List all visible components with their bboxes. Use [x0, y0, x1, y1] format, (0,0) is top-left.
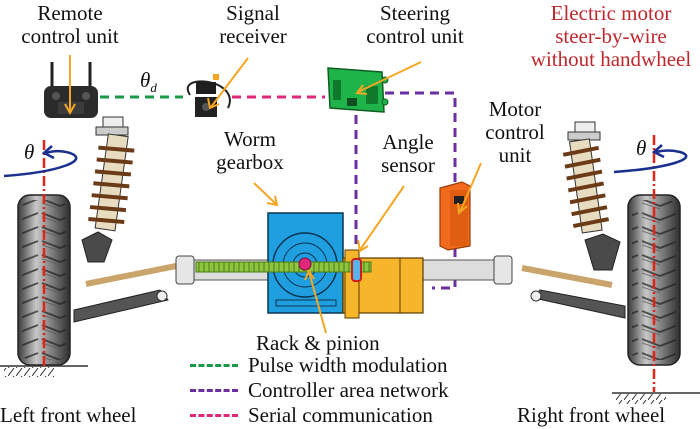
legend-item-serial: Serial communication: [190, 403, 433, 428]
callout-arrows: [64, 55, 482, 334]
label-line: Signal: [226, 1, 280, 25]
label-line: Angle: [382, 130, 434, 154]
right-control-arm: [533, 289, 626, 319]
left-rotation-arrow: [3, 145, 78, 178]
label-line: unit: [498, 143, 532, 167]
theta-left-symbol: θ: [24, 140, 35, 164]
theta-glyph: θ: [140, 68, 151, 92]
label-line: sensor: [381, 153, 435, 177]
theta-right-symbol: θ: [636, 136, 647, 160]
theta-subscript: d: [150, 80, 157, 96]
rack-pinion-label: Rack & pinion: [256, 331, 380, 355]
pinion: [298, 257, 312, 271]
left-tie-rod: [85, 263, 177, 287]
remote-control-unit-label: Remote control unit: [0, 2, 140, 48]
title-line: Electric motor: [550, 1, 672, 25]
legend-item-pwm: Pulse width modulation: [190, 353, 448, 378]
motor-control-unit-label: Motor control unit: [480, 98, 550, 167]
left-front-wheel-label: Left front wheel: [0, 403, 137, 427]
legend-label: Controller area network: [248, 378, 449, 402]
signal-receiver-label: Signal receiver: [198, 2, 308, 48]
title-line: without handwheel: [530, 47, 692, 71]
left-shock-absorber: [81, 116, 135, 263]
signal-receiver-icon: [186, 74, 231, 117]
left-control-arm: [73, 289, 169, 323]
worm-gearbox-label: Worm gearbox: [205, 128, 295, 174]
legend-label: Pulse width modulation: [248, 353, 448, 377]
legend-swatch-serial: [190, 414, 238, 417]
title-line: steer-by-wire: [555, 24, 667, 48]
label-line: receiver: [219, 24, 287, 48]
right-rotation-arrow: [613, 144, 688, 174]
right-tie-rod: [521, 265, 613, 288]
theta-d-symbol: θd: [140, 68, 157, 96]
legend-swatch-can: [190, 389, 238, 392]
label-line: Remote: [37, 1, 103, 25]
steering-control-unit-icon: [327, 67, 389, 113]
label-line: control: [485, 120, 545, 144]
legend-swatch-pwm: [190, 364, 238, 367]
right-front-wheel-label: Right front wheel: [517, 403, 666, 427]
label-line: control unit: [21, 24, 119, 48]
angle-sensor-label: Angle sensor: [368, 131, 448, 177]
angle-sensor: [351, 258, 362, 282]
right-front-wheel: [612, 194, 700, 404]
label-line: gearbox: [216, 150, 284, 174]
label-line: Motor: [488, 97, 542, 121]
diagram-title: Electric motor steer-by-wire without han…: [522, 2, 700, 71]
right-shock-absorber: [562, 121, 621, 271]
label-line: control unit: [366, 24, 464, 48]
rack: [195, 261, 372, 273]
legend-label: Serial communication: [248, 403, 433, 427]
label-line: Steering: [380, 1, 450, 25]
steering-control-unit-label: Steering control unit: [340, 2, 490, 48]
label-line: Worm: [224, 127, 276, 151]
legend-item-can: Controller area network: [190, 378, 449, 403]
motor-control-unit-icon: [439, 181, 471, 251]
